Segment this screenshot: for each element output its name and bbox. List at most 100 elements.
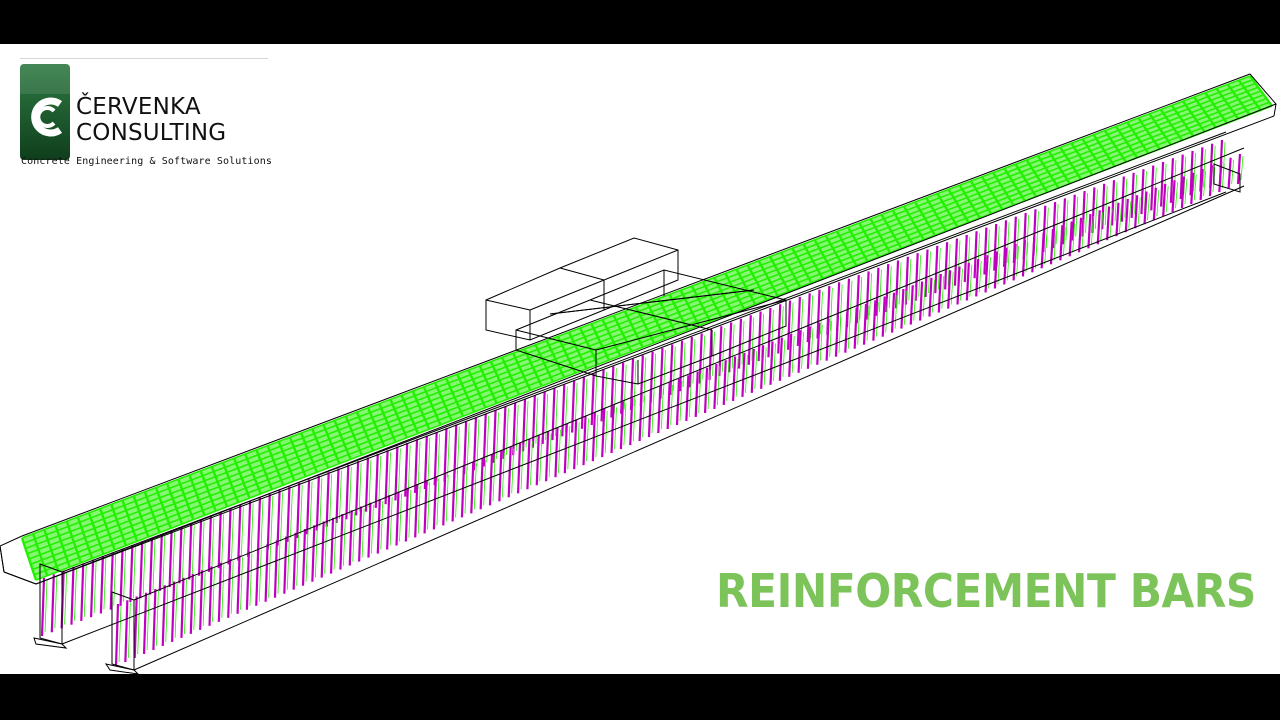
stirrup-bar xyxy=(348,510,353,566)
stirrup-bar xyxy=(1227,157,1232,189)
stirrup-leg xyxy=(193,575,197,630)
stirrup-leg xyxy=(309,481,313,531)
stirrup-bar xyxy=(806,326,811,369)
stirrup-leg xyxy=(614,407,617,450)
stirrup-bar xyxy=(178,526,183,584)
stirrup-bar xyxy=(292,532,297,590)
stirrup-leg xyxy=(741,320,745,365)
stirrup-leg xyxy=(280,492,283,542)
stirrup-bar xyxy=(1152,187,1157,221)
stirrup-bar xyxy=(217,512,222,569)
stirrup-bar xyxy=(395,491,400,546)
stirrup-leg xyxy=(904,290,907,325)
stirrup-leg xyxy=(142,543,146,595)
stirrup-bar xyxy=(914,253,919,301)
stirrup-bar xyxy=(984,255,989,293)
stirrup-bar xyxy=(713,363,718,409)
stirrup-bar xyxy=(747,315,752,365)
stirrup-bar xyxy=(551,388,556,441)
stirrup-leg xyxy=(174,583,178,638)
stirrup-bar xyxy=(227,508,232,565)
stirrup-leg xyxy=(1240,155,1244,181)
stirrup-bar xyxy=(1208,165,1214,197)
stirrup-bar xyxy=(124,600,129,663)
stirrup-leg xyxy=(407,444,411,493)
stirrup-bar xyxy=(237,504,242,561)
stirrup-bar xyxy=(114,603,120,667)
stirrup-bar xyxy=(516,442,522,494)
stirrup-bar xyxy=(678,340,684,392)
stirrup-leg xyxy=(1165,185,1169,213)
stirrup-leg xyxy=(1100,212,1104,241)
stirrup-leg xyxy=(1193,152,1196,192)
stirrup-leg xyxy=(672,346,676,391)
stirrup-leg xyxy=(1119,204,1122,233)
stirrup-bar xyxy=(245,551,250,610)
stirrup-bar xyxy=(188,523,193,580)
stirrup-leg xyxy=(754,350,758,389)
stirrup-bar xyxy=(414,483,419,538)
stirrup-leg xyxy=(1062,227,1066,257)
stirrup-bar xyxy=(320,521,325,578)
stirrup-leg xyxy=(941,275,945,309)
stirrup-leg xyxy=(879,269,882,312)
stirrup-bar xyxy=(301,528,307,586)
stirrup-leg xyxy=(623,403,627,446)
longitudinal-bar xyxy=(21,75,1251,539)
stirrup-bar xyxy=(256,497,262,554)
stirrup-bar xyxy=(944,242,949,290)
stirrup-leg xyxy=(456,426,460,474)
stirrup-bar xyxy=(161,585,166,646)
stirrup-leg xyxy=(380,500,384,550)
stirrup-leg xyxy=(202,572,206,626)
stirrup-leg xyxy=(455,470,458,518)
stirrup-leg xyxy=(922,283,926,317)
stirrup-bar xyxy=(498,450,503,502)
stirrup-bar xyxy=(666,382,671,430)
stirrup-bar xyxy=(1180,176,1185,209)
stirrup-bar xyxy=(647,390,653,438)
stirrup-leg xyxy=(74,569,77,621)
stirrup-leg xyxy=(623,364,627,410)
stirrup-bar xyxy=(786,300,792,350)
stirrup-bar xyxy=(247,501,252,557)
stirrup-leg xyxy=(1137,197,1141,225)
stirrup-leg xyxy=(437,433,441,482)
stirrup-bar xyxy=(1189,150,1194,196)
stirrup-bar xyxy=(70,567,75,625)
stirrup-bar xyxy=(1110,180,1116,226)
stirrup-bar xyxy=(571,380,576,433)
stirrup-leg xyxy=(172,532,176,584)
stirrup-leg xyxy=(773,343,776,381)
stirrup-leg xyxy=(1134,174,1138,214)
stirrup-bar xyxy=(443,428,448,482)
stirrup-leg xyxy=(819,324,823,361)
stirrup-leg xyxy=(1094,189,1098,229)
stirrup-leg xyxy=(146,594,150,650)
stirrup-leg xyxy=(857,309,861,345)
stirrup-bar xyxy=(816,322,821,365)
stirrup-leg xyxy=(643,357,647,403)
stirrup-leg xyxy=(464,467,468,514)
stirrup-leg xyxy=(1034,238,1038,269)
logo-divider xyxy=(20,58,268,59)
stirrup-bar xyxy=(900,288,905,329)
stirrup-bar xyxy=(207,515,212,573)
stirrup-bar xyxy=(872,300,877,341)
stirrup-bar xyxy=(669,344,674,395)
stirrup-bar xyxy=(600,369,605,422)
stirrup-leg xyxy=(476,419,480,467)
stirrup-leg xyxy=(258,549,262,602)
stirrup-leg xyxy=(162,536,166,587)
stirrup-leg xyxy=(651,392,655,434)
stirrup-bar xyxy=(197,519,203,576)
stirrup-bar xyxy=(273,540,279,598)
stirrup-bar xyxy=(965,262,970,301)
stirrup-bar xyxy=(470,461,475,514)
stirrup-bar xyxy=(561,384,566,437)
stirrup-bar xyxy=(732,356,737,401)
stirrup-leg xyxy=(1202,149,1206,188)
bridge-model-view xyxy=(0,73,1277,674)
stirrup-bar xyxy=(1115,202,1120,237)
stirrup-leg xyxy=(305,530,309,582)
